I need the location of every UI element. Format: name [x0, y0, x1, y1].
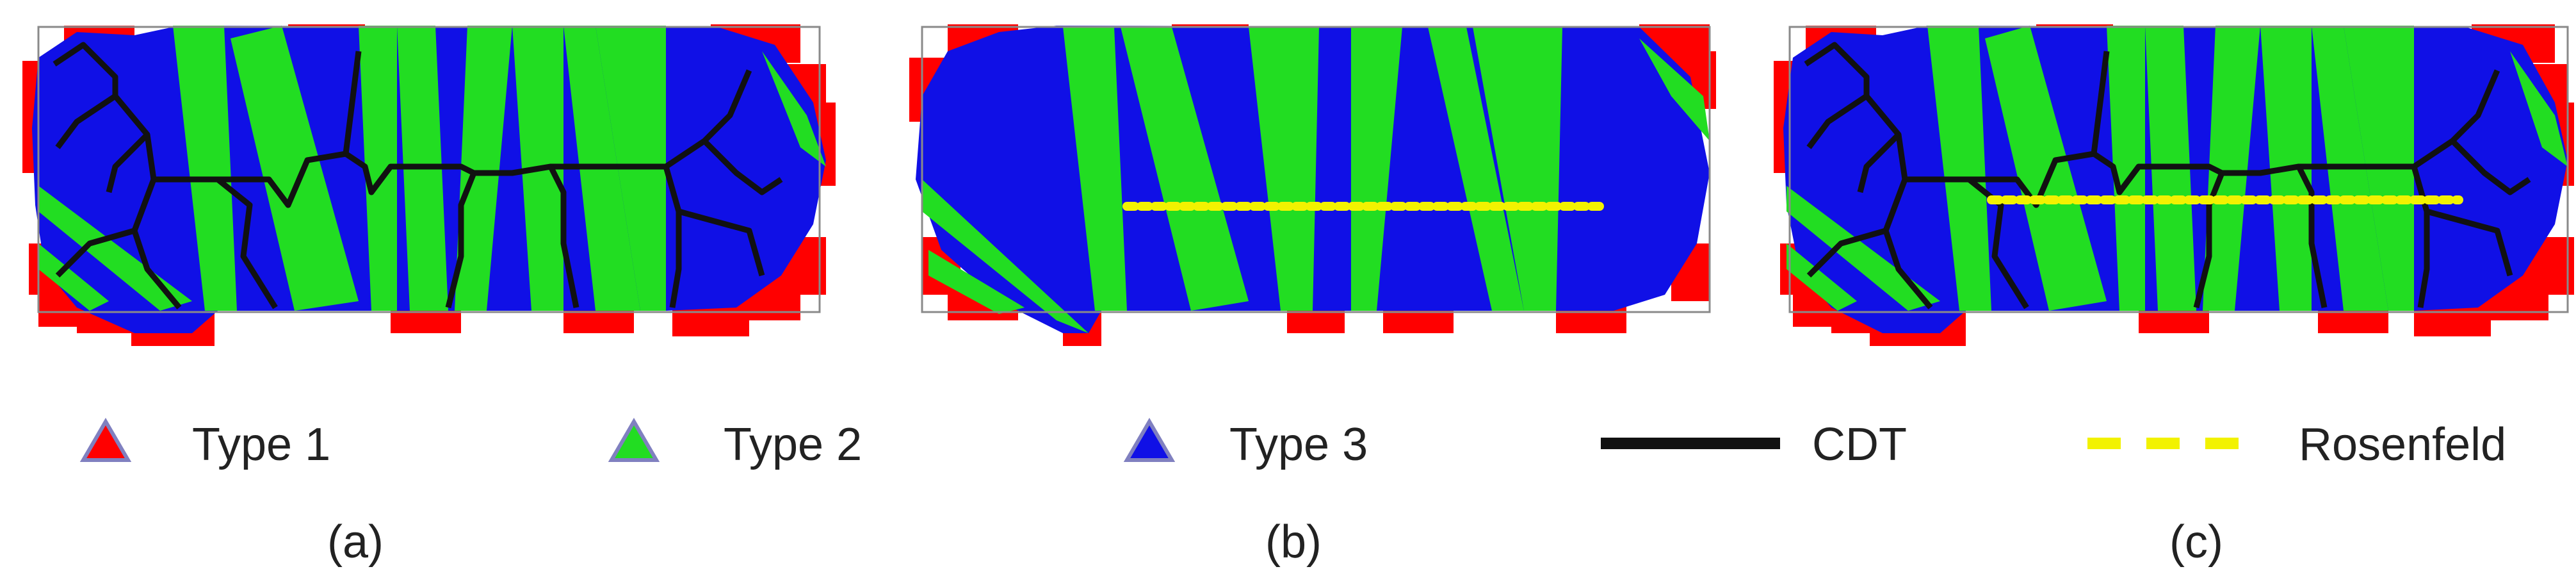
- cdt-lines: [1804, 42, 2531, 309]
- legend-type1-label: Type 1: [192, 419, 330, 470]
- legend-cdt-label: CDT: [1812, 419, 1907, 470]
- legend-type2-label: Type 2: [724, 419, 862, 470]
- legend-cdt: CDT: [1601, 419, 1907, 470]
- legend-type3: Type 3: [1123, 418, 1368, 470]
- type2-regions: [922, 27, 1710, 333]
- legend-rosenfeld: Rosenfeld: [2087, 419, 2506, 470]
- cdt-lines: [53, 42, 783, 309]
- panel-c-diagram: [1774, 24, 2574, 346]
- legend-type3-label: Type 3: [1229, 419, 1368, 470]
- type1-swatch-icon: [79, 418, 132, 462]
- type2-swatch-icon: [608, 418, 660, 462]
- panel-c-label: (c): [2169, 516, 2223, 568]
- type3-swatch-icon: [1123, 418, 1176, 462]
- panel-a-label: (a): [327, 516, 384, 568]
- panel-a-diagram: [22, 24, 836, 346]
- legend: Type 1 Type 2 Type 3 CDT Rosenfeld: [79, 418, 2506, 470]
- legend-rosenfeld-label: Rosenfeld: [2299, 419, 2506, 470]
- panel-b-diagram: [909, 24, 1716, 346]
- legend-type2: Type 2: [608, 418, 862, 470]
- panel-b-label: (b): [1265, 516, 1322, 568]
- legend-type1: Type 1: [79, 418, 330, 470]
